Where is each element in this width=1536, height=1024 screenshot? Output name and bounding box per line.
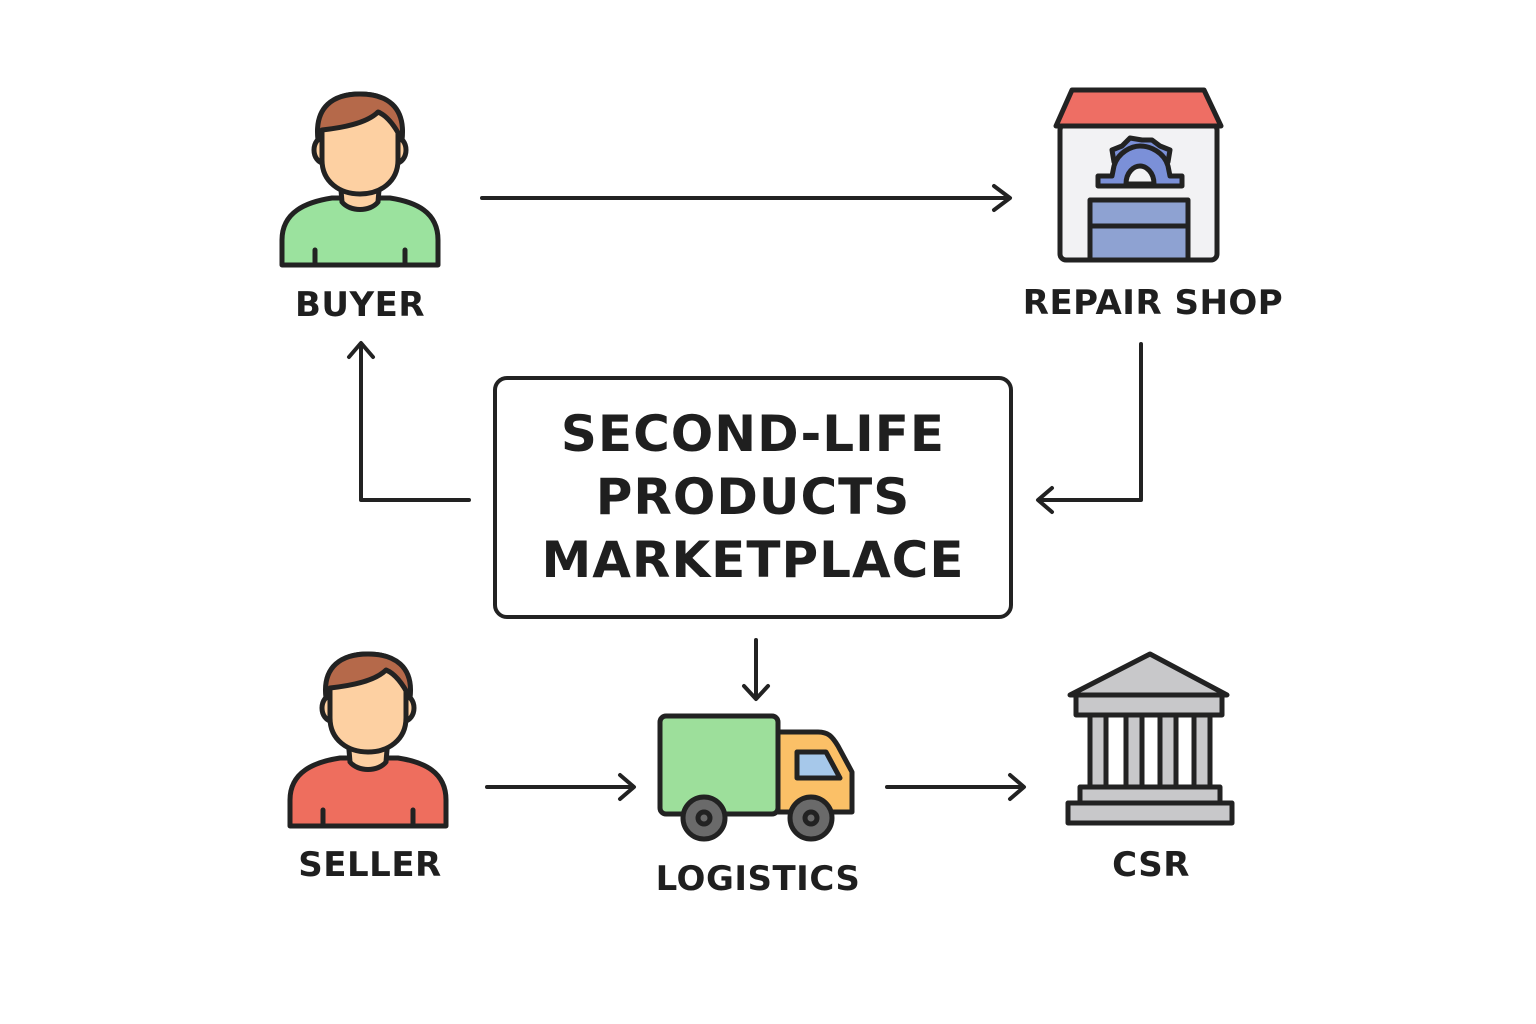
repair-shop-label: REPAIR SHOP [1022, 283, 1284, 323]
repair-shop-icon [1053, 87, 1224, 263]
logistics-label: LOGISTICS [655, 859, 861, 899]
marketplace-title-line-1: SECOND-LIFE [560, 405, 946, 463]
arrow-logistics-to-csr [885, 773, 1026, 801]
arrow-repair-shop-to-marketplace [1036, 342, 1143, 514]
institution-building-icon [1065, 651, 1235, 826]
arrow-marketplace-to-buyer [347, 341, 471, 502]
buyer-person-icon [279, 91, 441, 268]
seller-label: SELLER [298, 845, 442, 885]
arrow-buyer-to-repair-shop [480, 184, 1012, 212]
arrow-marketplace-to-logistics [742, 638, 770, 701]
marketplace-title-line-2: PRODUCTS [595, 468, 911, 526]
marketplace-box: SECOND-LIFE PRODUCTS MARKETPLACE [493, 376, 1013, 619]
arrow-seller-to-logistics [485, 773, 636, 801]
buyer-label: BUYER [294, 285, 426, 325]
seller-person-icon [287, 651, 449, 829]
csr-label: CSR [1112, 845, 1190, 885]
marketplace-title: SECOND-LIFE PRODUCTS MARKETPLACE [541, 403, 964, 592]
delivery-truck-icon [657, 713, 855, 842]
marketplace-title-line-3: MARKETPLACE [541, 531, 965, 589]
